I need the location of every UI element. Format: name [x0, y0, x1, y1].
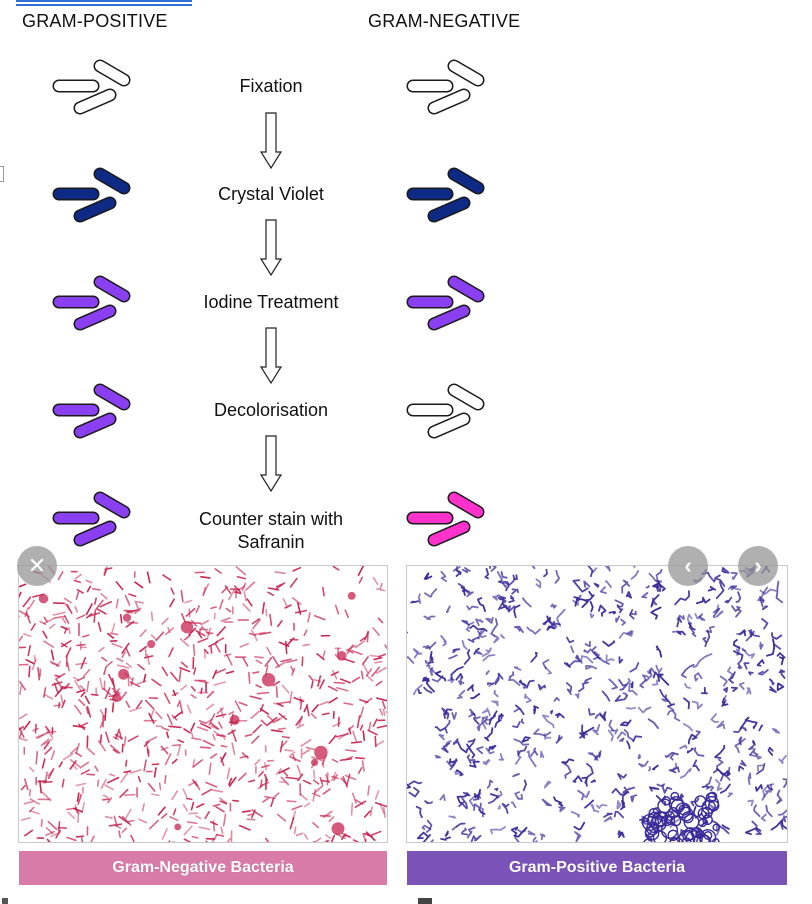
down-arrow-2 — [260, 219, 282, 277]
negative-rods-iodine — [406, 275, 485, 331]
positive-rods-fixation — [52, 59, 131, 115]
bottom-thumbnail-stub — [418, 898, 432, 904]
previous-button[interactable]: ‹ — [668, 546, 708, 586]
bottom-left-stub — [2, 898, 8, 904]
positive-rods-iodine — [52, 275, 131, 331]
gram-negative-header: GRAM-NEGATIVE — [368, 11, 521, 31]
chevron-right-icon: › — [754, 553, 762, 578]
step-label-fixation: Fixation — [239, 76, 303, 96]
negative-rods-decolorisation — [406, 383, 485, 439]
step-label-decolorisation: Decolorisation — [213, 400, 329, 420]
gram-negative-caption: Gram-Negative Bacteria — [19, 851, 387, 885]
gram-positive-header: GRAM-POSITIVE — [22, 11, 168, 31]
gram-positive-caption: Gram-Positive Bacteria — [407, 851, 787, 885]
gram-positive-micrograph — [407, 566, 787, 842]
step-label-counterstain: Counter stain with Safranin — [198, 509, 344, 552]
positive-rods-decolorisation — [52, 383, 131, 439]
step-label-iodine: Iodine Treatment — [203, 292, 339, 312]
next-button[interactable]: › — [738, 546, 778, 586]
close-icon: ✕ — [27, 553, 47, 578]
positive-rods-crystal-violet — [52, 167, 131, 223]
gram-negative-micrograph — [19, 566, 387, 842]
close-button[interactable]: ✕ — [17, 546, 57, 586]
negative-rods-counterstain — [406, 491, 485, 547]
chevron-left-icon: ‹ — [684, 553, 692, 578]
down-arrow-4 — [260, 435, 282, 493]
positive-rods-counterstain — [52, 491, 131, 547]
top-link-underline — [16, 0, 192, 6]
negative-rods-crystal-violet — [406, 167, 485, 223]
down-arrow-3 — [260, 327, 282, 385]
down-arrow-1 — [260, 112, 282, 170]
step-label-crystal-violet: Crystal Violet — [218, 184, 324, 204]
negative-rods-fixation — [406, 59, 485, 115]
left-edge-marker — [0, 166, 4, 182]
